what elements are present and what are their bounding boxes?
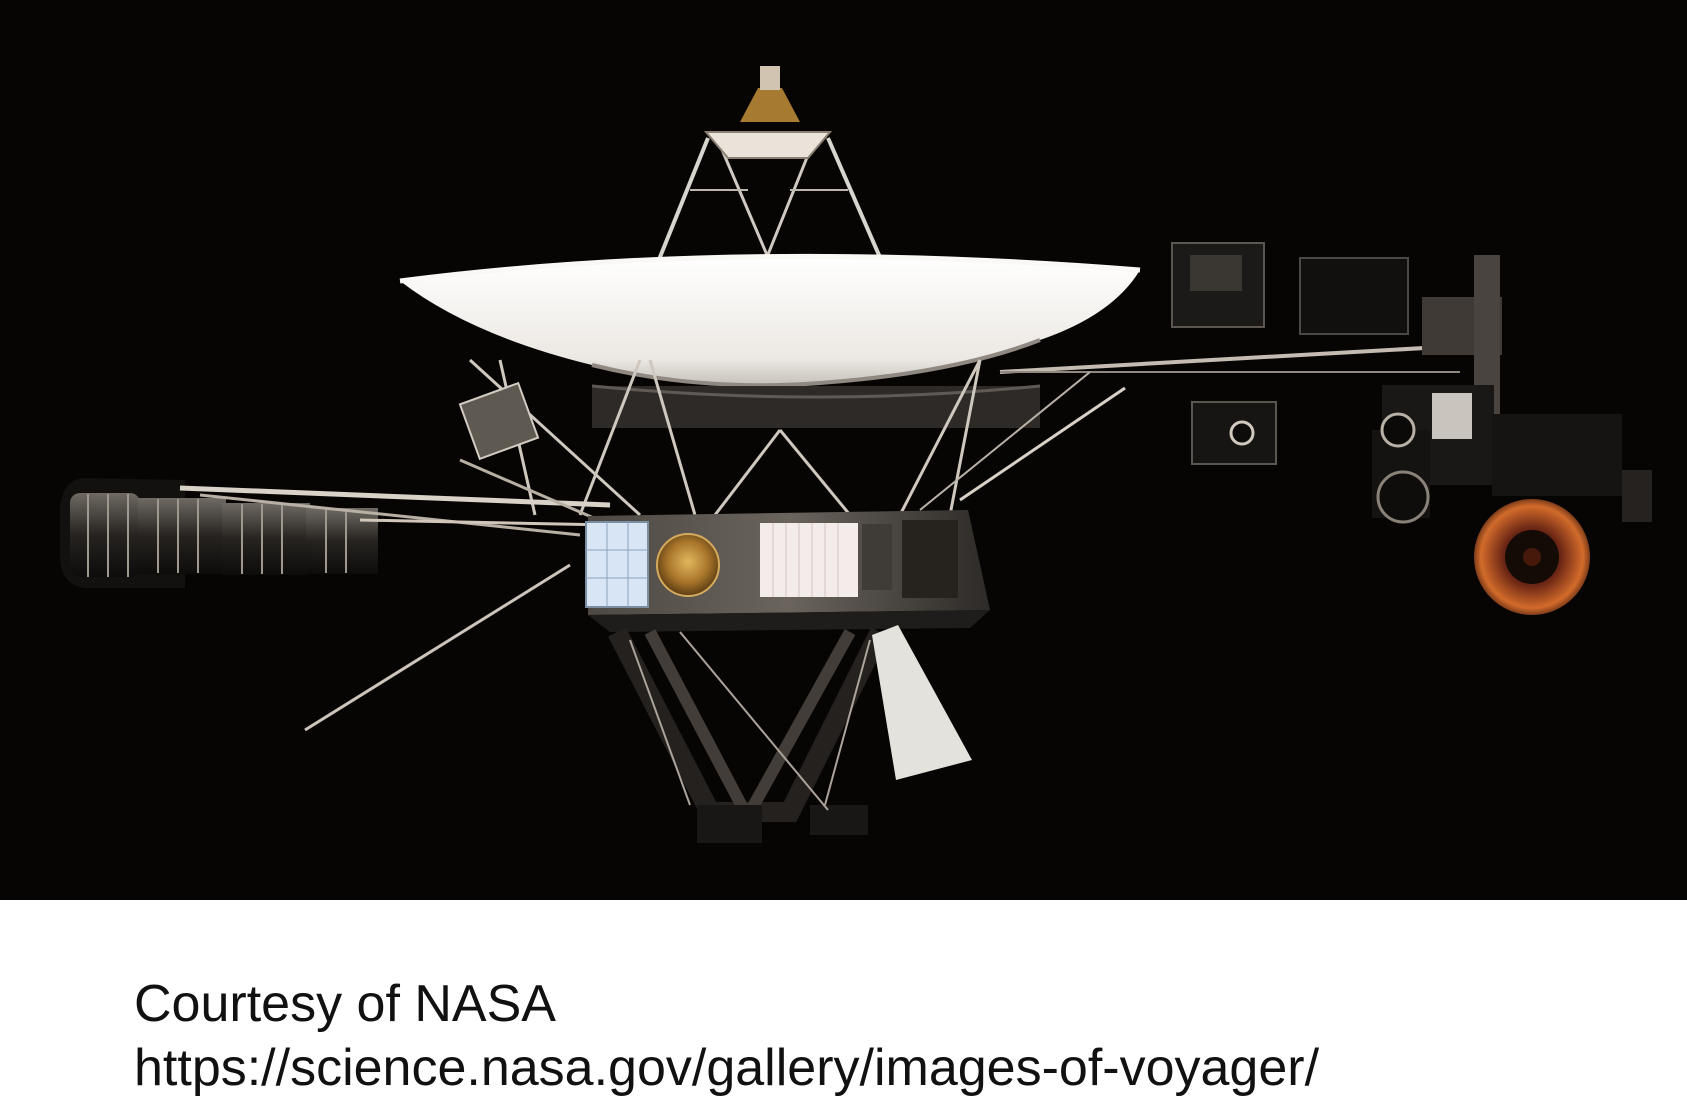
spacecraft-photo bbox=[0, 0, 1687, 900]
golden-record bbox=[656, 533, 720, 597]
high-gain-antenna-dish bbox=[399, 253, 1141, 428]
credit-text: Courtesy of NASA bbox=[134, 975, 556, 1033]
image-caption: Courtesy of NASA https://science.nasa.go… bbox=[134, 972, 1319, 1100]
spacecraft-illustration bbox=[60, 66, 1652, 843]
rtg-boom bbox=[60, 381, 611, 732]
subreflector-tripod bbox=[656, 66, 884, 263]
science-boom bbox=[919, 242, 1652, 615]
source-url: https://science.nasa.gov/gallery/images-… bbox=[134, 1039, 1320, 1097]
dish-support-truss bbox=[468, 358, 982, 517]
lower-structure bbox=[608, 625, 972, 843]
spacecraft-bus bbox=[585, 510, 990, 632]
